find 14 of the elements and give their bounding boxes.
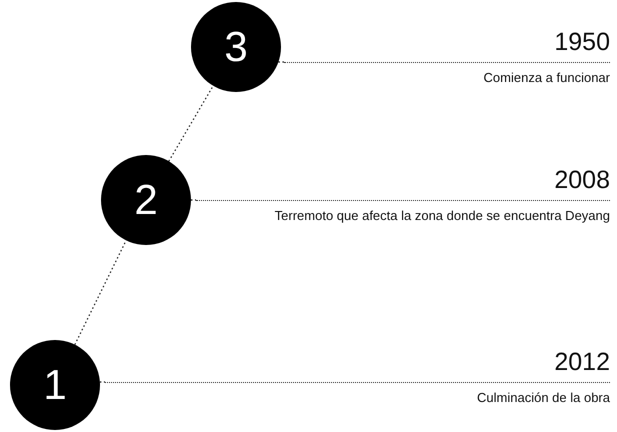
year-heading: 1950 (284, 22, 610, 63)
dotted-connector (278, 61, 284, 63)
event-description: Terremoto que afecta la zona donde se encuentra Deyang (274, 207, 610, 224)
dotted-connector (168, 85, 214, 162)
step-number: 1 (43, 364, 67, 406)
dotted-connector (191, 199, 196, 201)
dotted-connector (100, 381, 105, 383)
step-number: 3 (224, 26, 248, 68)
event-description: Comienza a funcionar (482, 69, 610, 86)
event-description: Culminación de la obra (476, 389, 610, 406)
step-number: 2 (134, 179, 158, 221)
year-heading: 2012 (105, 342, 610, 383)
dotted-connector (74, 240, 127, 345)
year-heading: 2008 (196, 160, 610, 201)
